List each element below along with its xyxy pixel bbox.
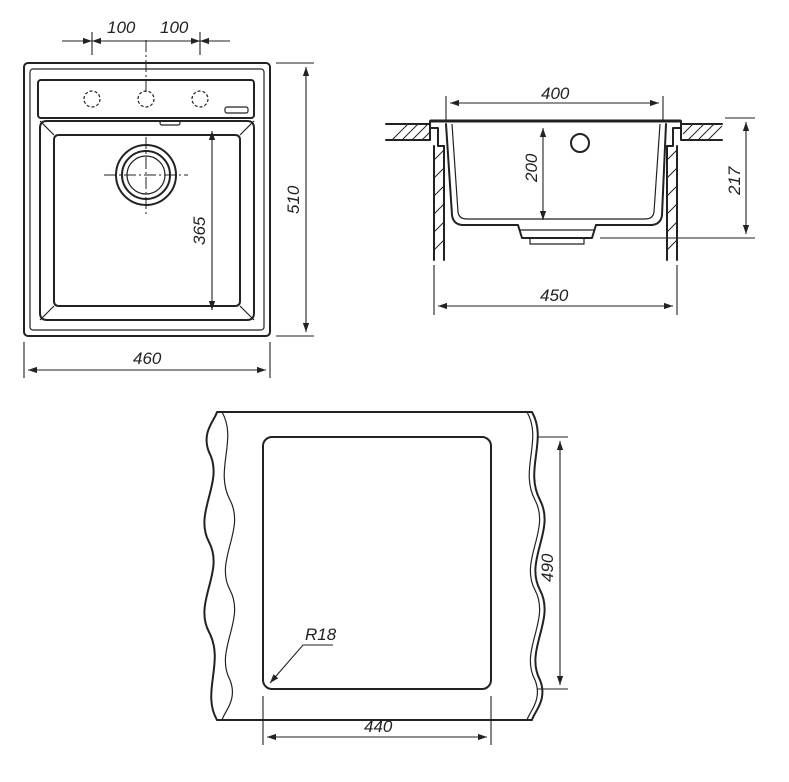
- dim-tap-spacing-left: 100: [107, 18, 136, 37]
- dim-bowl-width: 400: [541, 84, 570, 103]
- cabinet-wall-left: [433, 145, 445, 261]
- dim-cutout-height: 490: [538, 553, 557, 582]
- dim-sink-width: 460: [133, 349, 162, 368]
- bowl-inner-profile: [451, 123, 661, 220]
- overflow-hole-icon: [570, 133, 590, 153]
- cutout-outline: [262, 436, 492, 690]
- dim-tap-spacing-right: 100: [160, 18, 189, 37]
- cutout-view: R18 440 490: [203, 411, 568, 745]
- dim-corner-radius: R18: [305, 625, 337, 644]
- dim-overall-height: 217: [725, 166, 744, 196]
- dim-bowl-depth: 365: [190, 216, 209, 245]
- countertop-outline: [203, 411, 546, 721]
- tap-hole-1: [83, 90, 101, 108]
- bowl-inner-outline: [53, 134, 241, 307]
- overflow-cap: [159, 120, 181, 126]
- overflow-slot: [224, 106, 249, 114]
- tap-hole-2: [137, 90, 155, 108]
- dim-cutout-width: 440: [364, 717, 393, 736]
- countertop-right: [680, 123, 723, 141]
- tap-hole-3: [191, 90, 209, 108]
- top-view: 100 100 460 510 365: [23, 18, 314, 378]
- bowl-outer-profile: [445, 123, 667, 239]
- dim-bowl-depth-side: 200: [522, 153, 541, 183]
- dim-overall-width: 450: [540, 286, 569, 305]
- sink-outer-outline: [23, 62, 271, 337]
- bowl-outer-outline: [39, 120, 255, 321]
- countertop-left: [385, 123, 431, 141]
- sink-rim-outline: [29, 68, 265, 331]
- dim-sink-height: 510: [284, 185, 303, 214]
- side-view: 400 200 450 217: [385, 84, 755, 315]
- cabinet-wall-right: [666, 145, 678, 261]
